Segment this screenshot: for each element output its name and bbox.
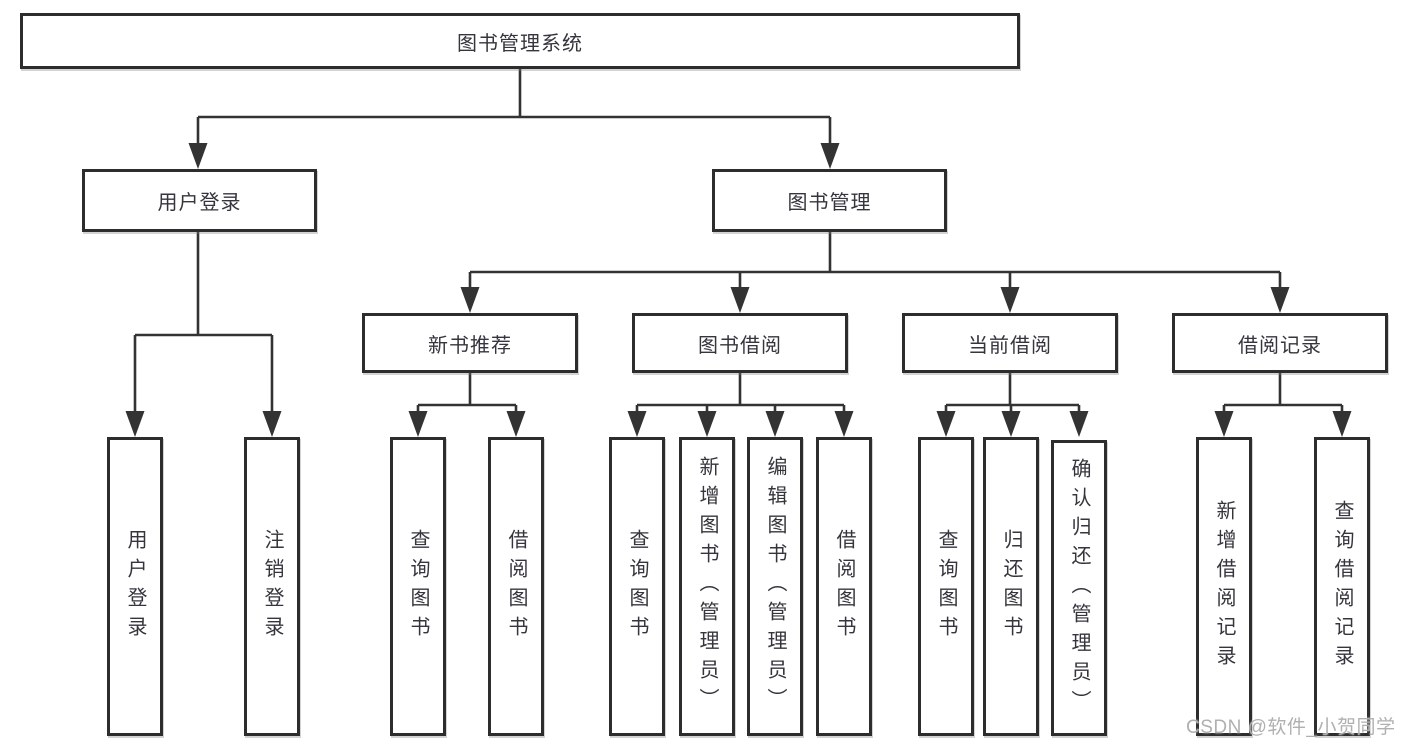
node-current-borrowing: 当前借阅: [902, 313, 1118, 373]
node-user-login-leaf: 用户登录: [107, 437, 163, 736]
node-bb-query-books: 查询图书: [609, 437, 665, 736]
node-bb-query-books-label: 查询图书: [626, 528, 648, 645]
node-cb-return-books-label: 归还图书: [1000, 528, 1022, 645]
node-cb-confirm-return-label: 确认归还（管理员）: [1068, 457, 1090, 719]
node-user-login-group: 用户登录: [82, 169, 317, 232]
node-user-login-group-label: 用户登录: [157, 192, 242, 214]
node-book-management: 图书管理: [712, 169, 947, 232]
node-book-borrowing: 图书借阅: [632, 313, 848, 373]
node-bb-borrow-books: 借阅图书: [816, 437, 872, 736]
node-borrow-records: 借阅记录: [1172, 313, 1388, 373]
node-bb-add-books: 新增图书（管理员）: [679, 437, 735, 736]
node-root: 图书管理系统: [20, 13, 1020, 69]
node-br-add-record-label: 新增借阅记录: [1213, 499, 1235, 674]
node-nb-query-books-label: 查询图书: [407, 528, 429, 645]
node-bb-edit-books: 编辑图书（管理员）: [747, 437, 803, 736]
node-root-label: 图书管理系统: [457, 32, 583, 55]
node-nb-borrow-books: 借阅图书: [488, 437, 544, 736]
node-new-book-recommend-label: 新书推荐: [428, 334, 512, 357]
node-bb-edit-books-label: 编辑图书（管理员）: [764, 456, 786, 717]
node-new-book-recommend: 新书推荐: [362, 313, 578, 373]
node-book-borrowing-label: 图书借阅: [698, 334, 782, 357]
node-current-borrowing-label: 当前借阅: [968, 334, 1052, 357]
node-cb-query-books: 查询图书: [918, 437, 974, 736]
node-bb-borrow-books-label: 借阅图书: [833, 528, 855, 645]
node-cb-query-books-label: 查询图书: [935, 528, 957, 645]
node-br-add-record: 新增借阅记录: [1196, 437, 1252, 736]
node-logout-leaf-label: 注销登录: [261, 528, 283, 645]
node-logout-leaf: 注销登录: [244, 437, 300, 736]
node-bb-add-books-label: 新增图书（管理员）: [696, 456, 718, 717]
node-br-query-record-label: 查询借阅记录: [1331, 499, 1353, 674]
node-nb-borrow-books-label: 借阅图书: [505, 528, 527, 645]
arrowheads: [125, 143, 1352, 437]
node-nb-query-books: 查询图书: [390, 437, 446, 736]
csdn-watermark: CSDN @软件_小贺同学: [1186, 717, 1396, 738]
node-book-management-label: 图书管理: [787, 192, 872, 214]
node-borrow-records-label: 借阅记录: [1238, 334, 1322, 357]
node-cb-confirm-return: 确认归还（管理员）: [1051, 440, 1107, 736]
node-cb-return-books: 归还图书: [983, 437, 1039, 736]
node-br-query-record: 查询借阅记录: [1314, 437, 1370, 736]
node-user-login-leaf-label: 用户登录: [124, 528, 146, 645]
